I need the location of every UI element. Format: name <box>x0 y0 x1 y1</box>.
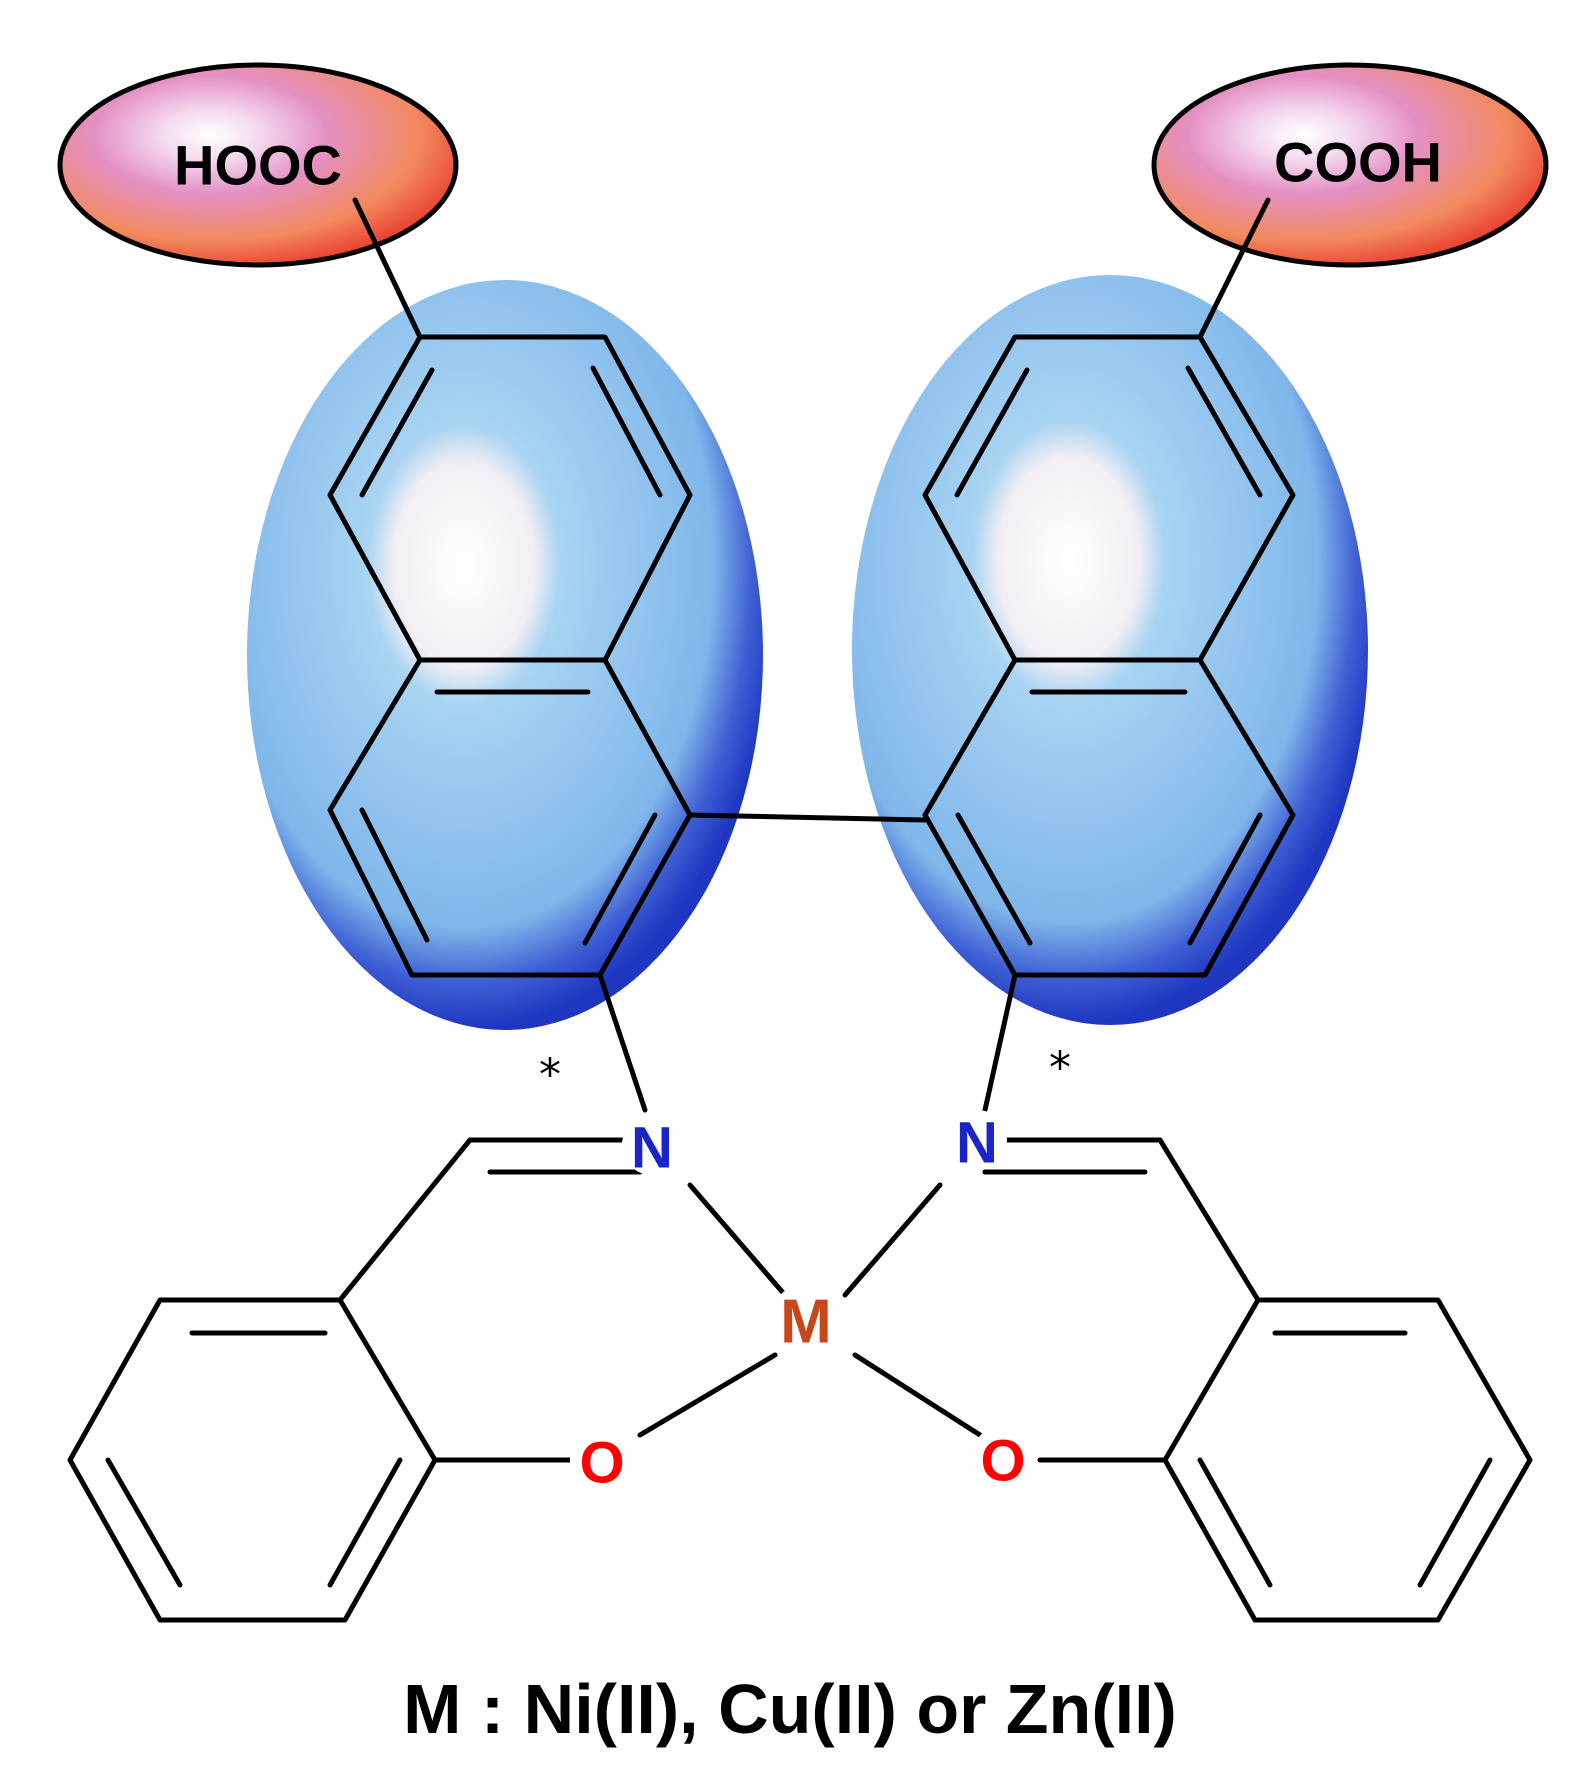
right-carboxyl-highlight <box>1151 62 1549 268</box>
right-nitrogen-atom: N <box>956 1111 998 1176</box>
metal-caption: M : Ni(II), Cu(II) or Zn(II) <box>403 1670 1177 1748</box>
left-stereocenter-star: * <box>539 1050 561 1101</box>
right-stereocenter-star: * <box>1049 1043 1071 1094</box>
right-naphthyl-highlight <box>852 275 1368 1025</box>
left-nitrogen-atom: N <box>631 1116 673 1181</box>
right-carboxyl-label: COOH <box>1274 131 1442 194</box>
right-oxygen-atom: O <box>980 1429 1025 1494</box>
metal-center: M <box>780 1288 832 1357</box>
bond-skeleton <box>67 197 1533 1623</box>
left-carboxyl-highlight <box>57 62 459 268</box>
left-oxygen-atom: O <box>579 1431 624 1496</box>
left-naphthyl-highlight <box>247 280 763 1030</box>
left-carboxyl-label: HOOC <box>174 134 342 197</box>
